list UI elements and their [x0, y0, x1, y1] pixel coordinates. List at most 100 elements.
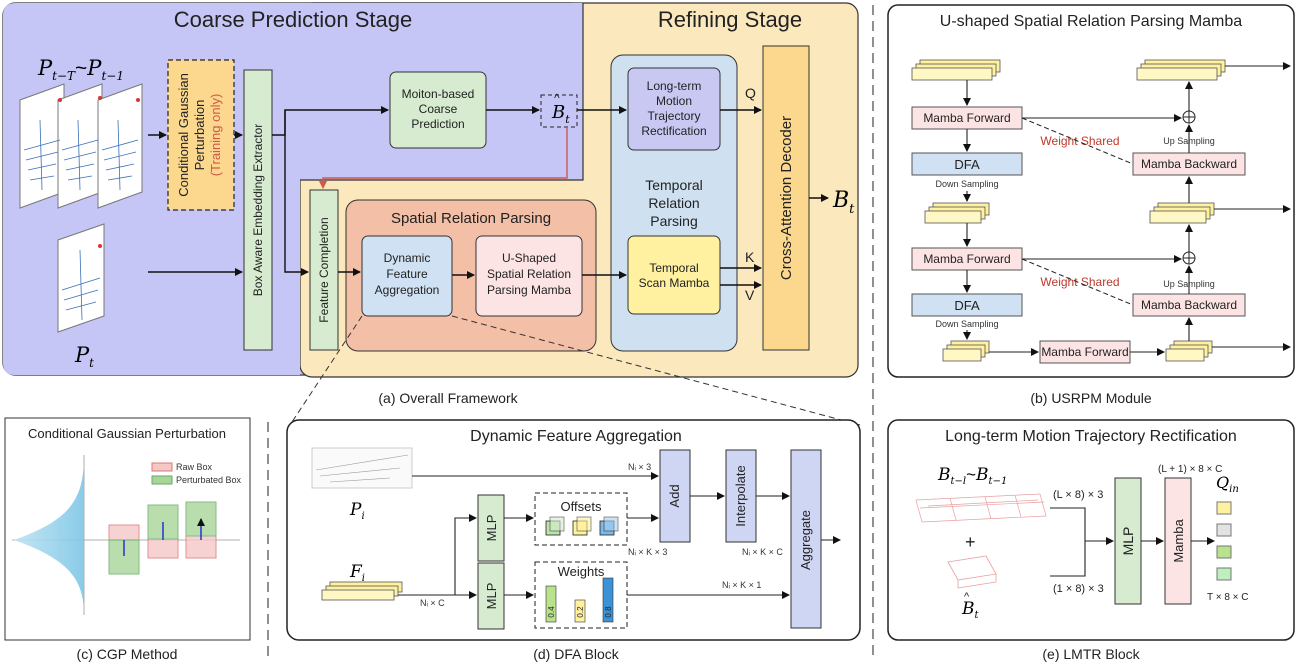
mamba-backward-1-label: Mamba Backward	[1141, 157, 1237, 171]
lmtr-line3: Trajectory	[648, 109, 701, 123]
dfa-1[interactable]	[911, 152, 1023, 176]
usrpm-line2: Spatial Relation	[487, 267, 571, 281]
panel-d-caption: (d) DFA Block	[533, 646, 620, 662]
motion-line2: Coarse	[419, 102, 458, 116]
dim-nik1: Nᵢ × K × 1	[722, 580, 761, 590]
cgp-boxes	[108, 501, 217, 575]
box-trajectory	[915, 493, 1047, 523]
cgp-box[interactable]	[167, 59, 235, 211]
interpolate-block[interactable]	[725, 449, 757, 543]
lmtr-mamba-label: Mamba	[1171, 519, 1186, 563]
panel-a-overall-framework: Coarse Prediction Stage Refining Stage P…	[2, 2, 861, 426]
lmtr-panel-border	[887, 419, 1295, 641]
box-aware-embedding-extractor[interactable]	[243, 69, 273, 351]
dfa-box[interactable]	[361, 235, 453, 317]
fi-label: Fi	[349, 562, 365, 584]
mlp-offsets[interactable]	[477, 494, 505, 562]
mamba-backward-2-label: Mamba Backward	[1141, 298, 1237, 312]
lmtr-line4: Rectification	[641, 124, 706, 138]
panel-b-usrpm: U-shaped Spatial Relation Parsing Mamba …	[887, 4, 1295, 406]
feature-completion-label: Feature Completion	[317, 217, 331, 322]
box-embed-label: Box Aware Embedding Extractor	[251, 124, 265, 297]
cgp-training-only: (Training only)	[208, 94, 223, 177]
weight-value-1: 0.4	[547, 606, 556, 618]
dfa-2-label: DFA	[954, 298, 980, 313]
coarse-box-3d	[947, 555, 997, 589]
dim-ni3: Nᵢ × 3	[628, 462, 651, 472]
usrpm-box[interactable]	[475, 235, 583, 317]
offsets-label: Offsets	[561, 499, 602, 514]
point-cloud-frames	[19, 83, 143, 209]
panel-a-caption: (a) Overall Framework	[378, 390, 518, 406]
query-token-3	[1216, 545, 1232, 559]
lmtr-box[interactable]	[627, 67, 721, 151]
b-hat-e-label: Bt	[961, 599, 980, 621]
weight-value-3: 0.8	[604, 606, 613, 618]
interpolate-label: Interpolate	[733, 465, 748, 526]
lmtr-line1: Long-term	[647, 79, 702, 93]
cross-attention-decoder[interactable]	[762, 45, 810, 351]
dim-1x8-3: (1 × 8) × 3	[1053, 583, 1104, 595]
offset-cubes	[545, 516, 619, 536]
pi-label: Pi	[349, 500, 365, 522]
mlp-weights-label: MLP	[484, 583, 499, 610]
panel-e-lmtr: Long-term Motion Trajectory Rectificatio…	[887, 419, 1295, 662]
down-sampling-2: Down Sampling	[935, 319, 998, 329]
refine-stage-title: Refining Stage	[658, 7, 802, 32]
feature-completion[interactable]	[309, 189, 339, 351]
panel-d-dfa: Dynamic Feature Aggregation Pi Fi MLP ML…	[286, 419, 861, 662]
svg-text:^: ^	[554, 91, 560, 105]
temporal-scan-mamba[interactable]	[627, 235, 721, 315]
query-token-4	[1216, 567, 1232, 581]
usrpm-feature-stacks	[911, 59, 1226, 362]
aggregate-block[interactable]	[790, 449, 822, 629]
lmtr-panel-title: Long-term Motion Trajectory Rectificatio…	[945, 428, 1237, 445]
dfa-line3: Aggregation	[375, 283, 440, 297]
panel-c-caption: (c) CGP Method	[77, 646, 178, 662]
add-block[interactable]	[659, 449, 691, 543]
dfa-panel-title: Dynamic Feature Aggregation	[470, 428, 682, 445]
cross-attention-label: Cross-Attention Decoder	[778, 116, 795, 280]
down-sampling-1: Down Sampling	[935, 179, 998, 189]
coarse-box-estimate	[540, 94, 578, 128]
lmtr-mlp[interactable]	[1114, 477, 1142, 605]
cgp-label-line2: Perturbation	[192, 100, 207, 171]
arrow-embed-to-completion	[284, 110, 309, 276]
dim-l8-3: (L × 8) × 3	[1053, 489, 1103, 501]
weights-label: Weights	[558, 564, 605, 579]
temporal-title-line2: Relation	[648, 195, 699, 211]
legend-perturbed-box: Perturbated Box	[176, 475, 242, 485]
usrpm-title: U-shaped Spatial Relation Parsing Mamba	[940, 13, 1242, 30]
mamba-forward-1-label: Mamba Forward	[923, 111, 1010, 125]
feature-fi-stack	[321, 581, 403, 601]
svg-text:^: ^	[964, 591, 970, 603]
dfa-line1: Dynamic	[384, 251, 431, 265]
lmtr-line2: Motion	[656, 94, 692, 108]
point-cloud-sequence-label: Pt−T~Pt−1	[37, 56, 124, 83]
dim-l1-8c: (L + 1) × 8 × C	[1158, 464, 1222, 475]
usrpm-panel-border	[887, 4, 1295, 378]
point-cloud-pi	[311, 447, 413, 489]
query-token-1	[1216, 501, 1232, 515]
mamba-forward-3-label: Mamba Forward	[1041, 345, 1128, 359]
q-label: Q	[745, 85, 756, 101]
query-token-2	[1216, 523, 1232, 537]
weight-value-2: 0.2	[576, 606, 585, 618]
add-label: Add	[667, 484, 682, 507]
weight-bar-3	[602, 577, 614, 623]
spatial-title: Spatial Relation Parsing	[391, 210, 551, 227]
dfa-2[interactable]	[911, 293, 1023, 317]
panel-b-caption: (b) USRPM Module	[1030, 390, 1152, 406]
weight-bar-2	[574, 599, 586, 623]
current-point-cloud	[57, 223, 105, 333]
arrow-bhat-to-completion	[319, 127, 568, 189]
temporal-scan-line1: Temporal	[649, 261, 698, 275]
mlp-offsets-label: MLP	[484, 515, 499, 542]
motion-line1: Moiton-based	[402, 87, 475, 101]
panel-e-caption: (e) LMTR Block	[1042, 646, 1140, 662]
output-box-label: Bt	[832, 188, 855, 217]
weight-shared-2: Weight Shared	[1040, 275, 1119, 289]
mlp-weights[interactable]	[477, 562, 505, 630]
